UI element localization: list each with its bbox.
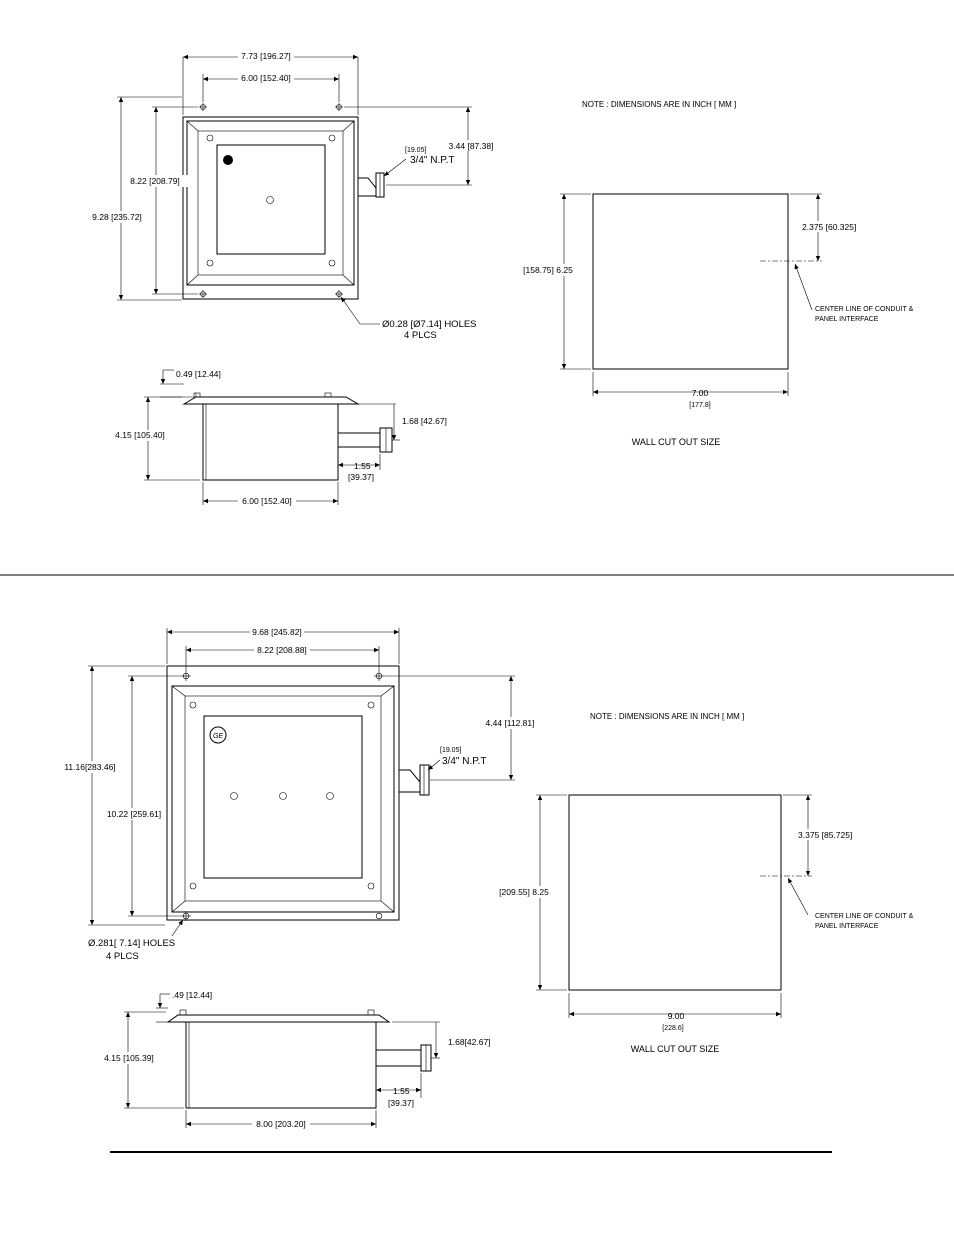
cutout-title: WALL CUT OUT SIZE [632, 437, 721, 447]
hole-spacing-height-label: 8.22 [208.79] [130, 176, 180, 186]
center-line-label: CENTER LINE OF CONDUIT & [815, 913, 914, 920]
flange-label: .49 [12.44] [172, 990, 212, 1000]
cutout-height-label: [158.75] 6.25 [523, 265, 573, 275]
flange-label: 0.49 [12.44] [176, 369, 221, 379]
cutout-center-label: 3.375 [85.725] [798, 830, 852, 840]
cutout-center-label: 2.375 [60.325] [802, 222, 856, 232]
top-side-view [182, 392, 393, 481]
bottom-side-view [166, 1009, 432, 1109]
conduit-offset-label: 3.44 [87.38] [449, 141, 494, 151]
conduit-length-label: 1.55 [354, 461, 371, 471]
cutout-width-mm-label: [228.6] [662, 1025, 683, 1032]
npt-mm-label: [19.05] [440, 747, 461, 754]
depth-label: 4.15 [105.40] [115, 430, 165, 440]
holes-label: Ø.281[ 7.14] HOLES [88, 938, 175, 949]
center-line-label-2: PANEL INTERFACE [815, 316, 879, 323]
npt-mm-label: [19.05] [405, 147, 426, 154]
bottom-front-dimensions: 9.68 [245.82] 8.22 [208.88] 11.16[283.46… [62, 626, 538, 962]
conduit-offset-label: 4.44 [112.81] [486, 718, 535, 728]
conduit-length-mm-label: [39.37] [388, 1098, 414, 1108]
hole-spacing-width-label: 8.22 [208.88] [257, 645, 307, 655]
bottom-cutout: NOTE : DIMENSIONS ARE IN INCH [ MM ] [20… [496, 712, 914, 1054]
holes-label: Ø0.28 [Ø7.14] HOLES [382, 319, 477, 330]
cutout-height-label: [209.55] 8.25 [499, 887, 549, 897]
bottom-side-dimensions: .49 [12.44] 4.15 [105.39] 1.68[42.67] 1.… [102, 990, 491, 1130]
npt-label: 3/4" N.P.T [410, 155, 455, 166]
cutout-title: WALL CUT OUT SIZE [631, 1044, 720, 1054]
center-line-label: CENTER LINE OF CONDUIT & [815, 306, 914, 313]
ge-logo-icon [209, 726, 227, 744]
hole-spacing-width-label: 6.00 [152.40] [241, 73, 291, 83]
holes-count-label: 4 PLCS [106, 951, 139, 962]
npt-label: 3/4" N.P.T [442, 756, 487, 767]
bottom-front-view: GE [166, 665, 430, 921]
box-width-label: 6.00 [152.40] [242, 496, 292, 506]
note-label: NOTE : DIMENSIONS ARE IN INCH [ MM ] [590, 712, 744, 721]
overall-width-label: 7.73 [196.27] [241, 51, 291, 61]
svg-text:GE: GE [213, 733, 223, 740]
holes-count-label: 4 PLCS [404, 330, 437, 341]
cutout-rect [592, 193, 789, 370]
top-front-dimensions: 7.73 [196.27] 6.00 [152.40] 9.28 [235.72… [90, 50, 493, 341]
top-cutout: NOTE : DIMENSIONS ARE IN INCH [ MM ] [15… [522, 100, 914, 447]
hole-spacing-height-label: 10.22 [259.61] [107, 809, 161, 819]
note-label: NOTE : DIMENSIONS ARE IN INCH [ MM ] [582, 100, 736, 109]
box-width-label: 8.00 [203.20] [256, 1119, 306, 1129]
overall-width-label: 9.68 [245.82] [252, 627, 302, 637]
ge-logo-icon [223, 155, 233, 165]
cutout-width-label: 7.00 [692, 388, 709, 398]
center-line-label-2: PANEL INTERFACE [815, 923, 879, 930]
depth-label: 4.15 [105.39] [104, 1053, 154, 1063]
overall-height-label: 11.16[283.46] [64, 762, 115, 772]
cutout-width-label: 9.00 [668, 1011, 685, 1021]
conduit-length-label: 1.55 [393, 1086, 410, 1096]
overall-height-label: 9.28 [235.72] [92, 212, 142, 222]
top-side-dimensions: 0.49 [12.44] 4.15 [105.40] 1.68 [42.67] … [110, 369, 447, 506]
conduit-height-label: 1.68 [42.67] [402, 416, 447, 426]
cutout-width-mm-label: [177.8] [689, 402, 710, 409]
cutout-rect [568, 794, 782, 991]
conduit-height-label: 1.68[42.67] [448, 1037, 491, 1047]
conduit-length-mm-label: [39.37] [348, 472, 374, 482]
top-front-view [182, 103, 385, 300]
